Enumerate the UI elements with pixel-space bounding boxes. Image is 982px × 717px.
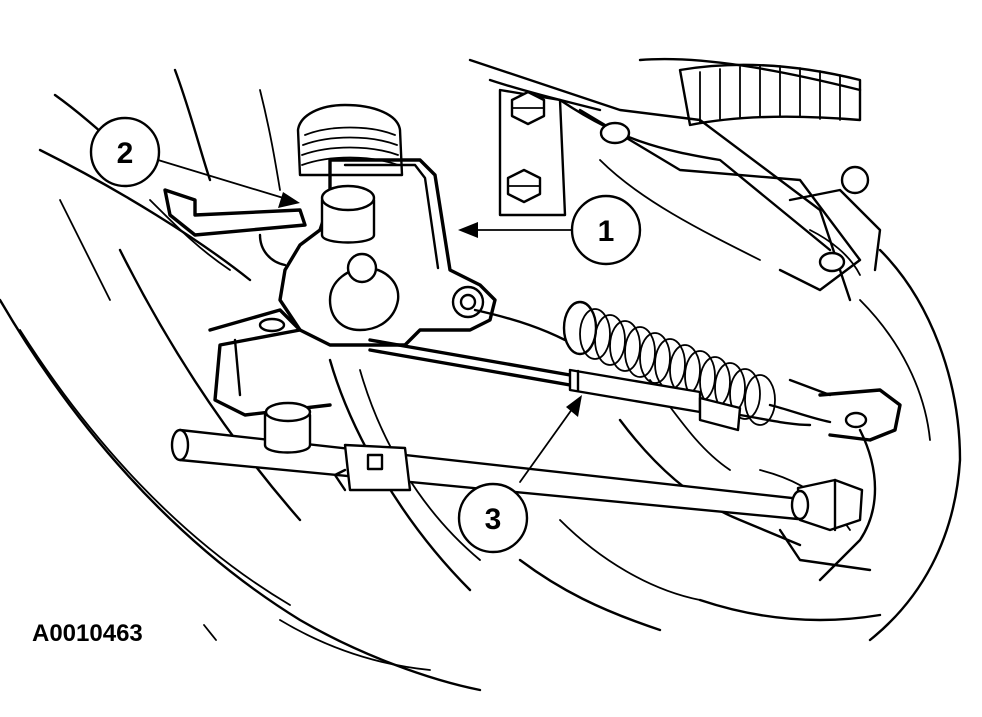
pivot-pin <box>320 184 376 244</box>
callout-3: 3 <box>457 482 529 554</box>
callout-2-label: 2 <box>117 137 134 170</box>
callout-2: 2 <box>89 116 161 188</box>
mounting-bracket <box>498 88 870 292</box>
leader-lines <box>157 159 582 483</box>
figure-id-tick <box>203 624 217 641</box>
lever-bracket <box>278 158 497 347</box>
callout-1: 1 <box>570 194 642 266</box>
left-bracket <box>163 188 332 417</box>
lower-rod <box>170 428 872 572</box>
right-spring-bracket <box>788 378 902 442</box>
lower-fitting <box>263 401 312 454</box>
callout-1-label: 1 <box>598 215 615 248</box>
coil-spring <box>473 300 832 426</box>
figure-id: A0010463 <box>32 620 143 647</box>
callout-3-label: 3 <box>485 503 502 536</box>
throttle-cable <box>368 338 812 432</box>
ribbed-hose <box>678 63 862 127</box>
spring-housing <box>296 103 404 177</box>
